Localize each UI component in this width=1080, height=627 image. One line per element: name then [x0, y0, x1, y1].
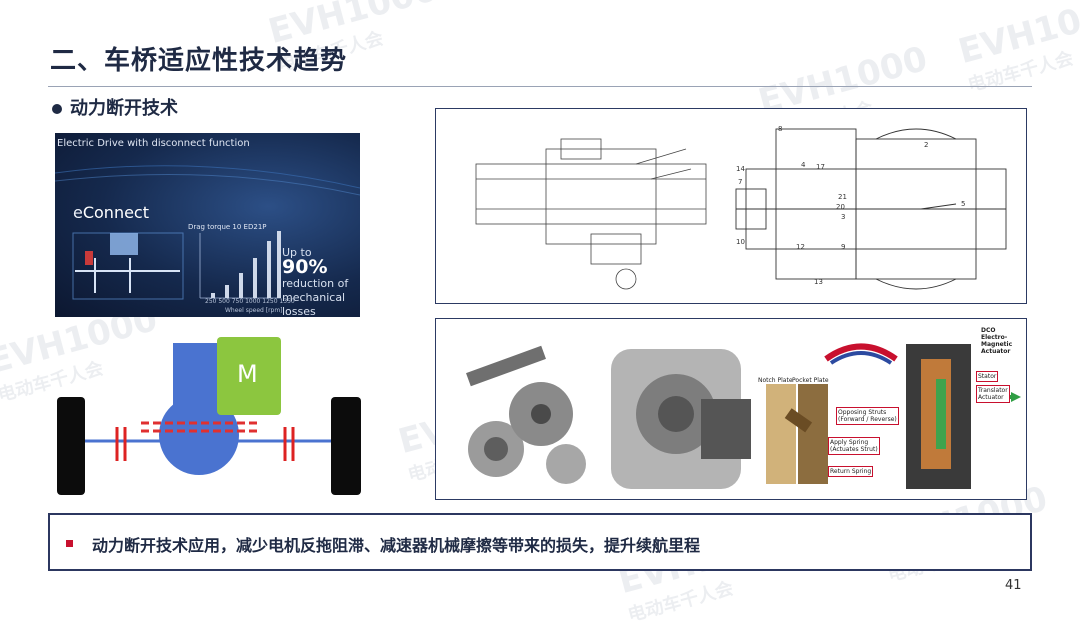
svg-text:20: 20	[836, 203, 845, 211]
page-number: 41	[1005, 578, 1022, 593]
label-stator: Stator	[976, 371, 999, 382]
slide-title: 二、车桥适应性技术趋势	[50, 46, 348, 76]
label-notch-plate: Notch Plate	[758, 377, 793, 384]
summary-text: 动力断开技术应用，减少电机反拖阻滞、减速器机械摩擦等带来的损失，提升续航里程	[92, 536, 701, 555]
svg-text:9: 9	[841, 243, 845, 251]
svg-text:12: 12	[796, 243, 805, 251]
label-pocket-plate: Pocket Plate	[792, 377, 829, 384]
reducer-block	[173, 343, 217, 421]
label-opposing-struts: Opposing Struts(Forward / Reverse)	[836, 407, 899, 425]
section-heading: 动力断开技术	[52, 94, 178, 120]
x-axis-label: Wheel speed [rpm]	[225, 307, 283, 314]
label-apply-spring: Apply Spring(Actuates Strut)	[828, 437, 880, 455]
photo-header: Electric Drive with disconnect function	[57, 138, 250, 149]
svg-text:5: 5	[961, 200, 965, 208]
svg-text:14: 14	[736, 165, 745, 173]
svg-text:10: 10	[736, 238, 745, 246]
section-heading-text: 动力断开技术	[70, 98, 178, 119]
svg-text:4: 4	[801, 161, 806, 169]
clutch-photos	[466, 343, 1021, 489]
motor-label: M	[237, 360, 258, 388]
motor-block	[217, 337, 281, 415]
label-return-spring: Return Spring	[828, 466, 874, 477]
drag-chart-title: Drag torque 10 ED21P	[188, 223, 267, 231]
photo-graphics	[55, 165, 360, 300]
right-wheel	[331, 397, 361, 495]
svg-text:3: 3	[841, 213, 845, 221]
left-wheel	[57, 397, 85, 495]
svg-text:13: 13	[814, 278, 823, 286]
title-divider	[48, 86, 1032, 87]
svg-text:2: 2	[924, 141, 928, 149]
svg-text:7: 7	[738, 178, 742, 186]
econnect-photo: Electric Drive with disconnect function …	[55, 133, 360, 317]
svg-text:21: 21	[838, 193, 847, 201]
axle-diagram	[57, 337, 361, 495]
clutch-photos-frame: Notch Plate Pocket Plate Opposing Struts…	[435, 318, 1027, 500]
econnect-logo: eConnect	[73, 203, 149, 222]
svg-text:8: 8	[778, 125, 782, 133]
patent-drawings: 8 14 7 4 17 2 21 20 3 5 10 12 13 9	[475, 125, 1007, 290]
patent-drawings-frame: 8 14 7 4 17 2 21 20 3 5 10 12 13 9	[435, 108, 1027, 304]
bullet-icon	[52, 104, 62, 114]
svg-text:17: 17	[816, 163, 825, 171]
bullet-square-icon	[66, 540, 73, 547]
reduction-callout: Up to 90% reduction of mechanical losses	[282, 246, 349, 317]
summary-box: 动力断开技术应用，减少电机反拖阻滞、减速器机械摩擦等带来的损失，提升续航里程	[48, 513, 1032, 571]
x-axis-ticks: 250 500 750 1000 1250 1350	[205, 298, 295, 305]
